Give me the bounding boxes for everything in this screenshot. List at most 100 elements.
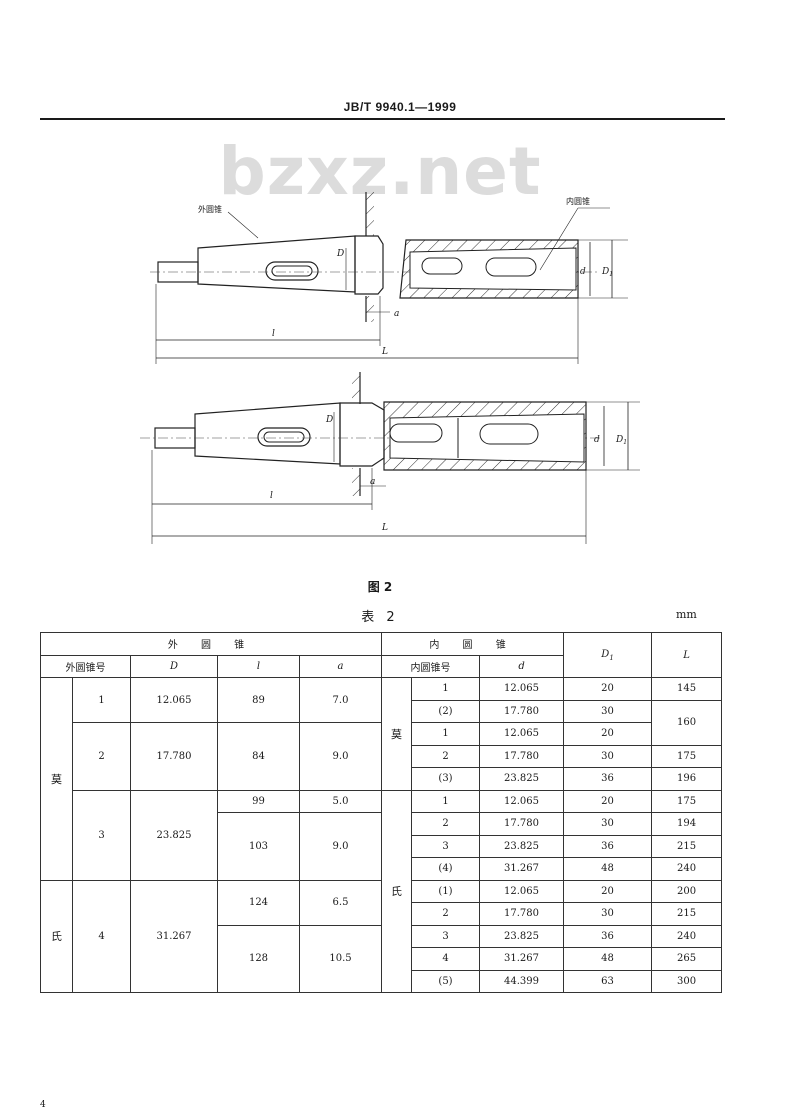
inner-no-cell: (2) <box>411 699 481 723</box>
inner-L-cell: 145 <box>651 677 723 701</box>
outer-l-cell: 103 <box>217 812 300 881</box>
outer-a-cell: 6.5 <box>298 879 383 926</box>
inner-d-cell: 12.065 <box>479 722 565 746</box>
inner-no-cell: 1 <box>411 722 481 746</box>
inner-D1-cell: 36 <box>563 834 653 858</box>
outer-no-cell: 1 <box>72 677 131 723</box>
label-D-upper: D <box>336 249 344 259</box>
inner-d-cell: 17.780 <box>479 744 565 768</box>
upper-slot-outer <box>265 261 319 281</box>
lower-sleeve-slot-2 <box>479 423 539 445</box>
outer-l-cell: 124 <box>217 879 300 926</box>
inner-D1-cell: 48 <box>563 947 653 971</box>
unit-label: mm <box>676 608 697 621</box>
inner-no-cell: 2 <box>411 902 481 926</box>
label-D1-upper: D1 <box>601 267 613 278</box>
inner-no-cell: 4 <box>411 947 481 971</box>
header-inner-no: 内圆锥号 <box>381 654 481 678</box>
outer-a-cell: 5.0 <box>298 789 383 813</box>
inner-L-cell: 194 <box>651 812 723 836</box>
inner-L-cell: 175 <box>651 789 723 813</box>
outer-system-top: 莫 <box>40 677 73 881</box>
lower-slot-inner <box>263 431 305 443</box>
inner-L-cell: 300 <box>651 969 723 993</box>
header-d: d <box>479 654 565 678</box>
inner-d-cell: 31.267 <box>479 947 565 971</box>
inner-d-cell: 17.780 <box>479 902 565 926</box>
label-L-upper: L <box>381 347 388 357</box>
outer-D-cell: 17.780 <box>130 722 218 791</box>
header-L: L <box>651 632 723 678</box>
upper-leader-inner <box>539 207 579 271</box>
figure-caption: 图 2 <box>367 580 393 594</box>
inner-system-top: 莫 <box>381 677 413 791</box>
inner-no-cell: (3) <box>411 767 481 791</box>
lower-slot-outer <box>257 427 311 447</box>
upper-slot-inner <box>271 265 313 277</box>
upper-wall-hatch <box>366 192 374 236</box>
inner-d-cell: 31.267 <box>479 857 565 881</box>
label-d-upper: d <box>580 267 586 277</box>
inner-L-cell: 215 <box>651 834 723 858</box>
outer-a-cell: 9.0 <box>298 812 383 881</box>
inner-D1-cell: 30 <box>563 902 653 926</box>
label-a-lower: a <box>370 477 375 487</box>
outer-no-cell: 4 <box>72 879 131 993</box>
inner-D1-cell: 30 <box>563 812 653 836</box>
lower-wall-hatch <box>352 372 360 404</box>
outer-D-cell: 12.065 <box>130 677 218 723</box>
lower-collar <box>339 402 385 467</box>
inner-D1-cell: 36 <box>563 924 653 948</box>
inner-d-cell: 44.399 <box>479 969 565 993</box>
inner-no-cell: 2 <box>411 812 481 836</box>
inner-d-cell: 17.780 <box>479 699 565 723</box>
label-d-lower: d <box>594 435 600 445</box>
header-D1: D1 <box>563 632 653 678</box>
watermark-text: bzxz.net <box>218 133 542 210</box>
technical-drawing: 外圆锥 内圆锥 D d D1 a l L D <box>140 192 640 544</box>
outer-system-bottom: 氏 <box>40 879 73 993</box>
inner-d-cell: 12.065 <box>479 789 565 813</box>
header-D: D <box>130 654 218 678</box>
outer-D-cell: 31.267 <box>130 879 218 993</box>
upper-assembly: 外圆锥 内圆锥 D d D1 a l L <box>150 192 628 364</box>
inner-L-cell: 175 <box>651 744 723 768</box>
inner-no-cell: 1 <box>411 677 481 701</box>
label-L-lower: L <box>381 523 388 533</box>
label-outer-cone: 外圆锥 <box>198 204 222 214</box>
lower-assembly: D d D1 a l L <box>140 372 640 544</box>
inner-D1-cell: 30 <box>563 699 653 723</box>
label-D-lower: D <box>325 415 333 425</box>
outer-D-cell: 23.825 <box>130 789 218 881</box>
table-header-row-1: 外 圆 锥 内 圆 锥 D1 L <box>39 632 723 678</box>
inner-no-cell: 3 <box>411 834 481 858</box>
inner-d-cell: 23.825 <box>479 834 565 858</box>
inner-d-cell: 23.825 <box>479 924 565 948</box>
outer-l-cell: 84 <box>217 722 300 791</box>
inner-D1-cell: 36 <box>563 767 653 791</box>
inner-d-cell: 12.065 <box>479 879 565 903</box>
inner-no-cell: (5) <box>411 969 481 993</box>
inner-d-cell: 17.780 <box>479 812 565 836</box>
inner-L-cell: 265 <box>651 947 723 971</box>
lower-sleeve-slot-1 <box>389 423 443 443</box>
inner-no-cell: 1 <box>411 789 481 813</box>
header-outer-no: 外圆锥号 <box>40 654 131 678</box>
header-rule <box>40 118 725 120</box>
label-a-upper: a <box>394 309 399 319</box>
inner-no-cell: (4) <box>411 857 481 881</box>
outer-no-cell: 2 <box>72 722 131 791</box>
outer-l-cell: 128 <box>217 924 300 993</box>
inner-D1-cell: 20 <box>563 879 653 903</box>
upper-outer-cone <box>197 235 356 293</box>
